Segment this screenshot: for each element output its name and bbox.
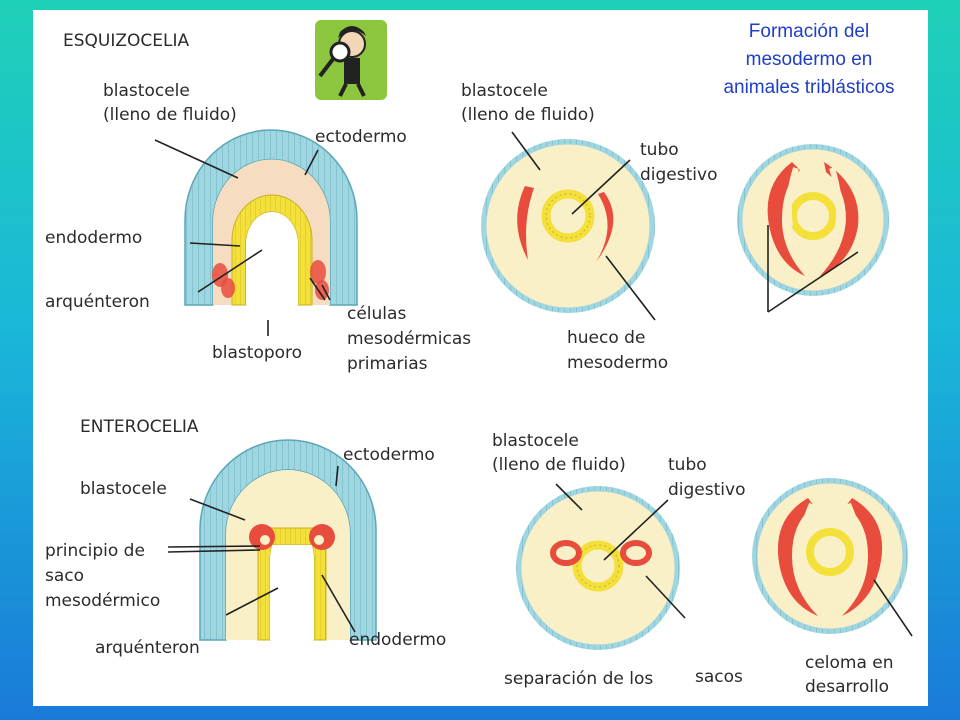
label-endodermo-2: endodermo [349, 630, 446, 650]
label-principio-de: principio de [45, 541, 145, 561]
label-sacos: sacos [695, 667, 743, 687]
label-mesodermico: mesodérmico [45, 591, 160, 611]
label-blastocele-2: blastocele [461, 81, 548, 101]
label-tubo-2: tubo [668, 455, 707, 475]
label-blastocele-3: blastocele [80, 479, 167, 499]
label-primarias: primarias [347, 354, 428, 374]
label-arquenteron-2: arquénteron [95, 638, 200, 658]
label-desarrollo: desarrollo [805, 677, 889, 697]
label-digestivo: digestivo [640, 165, 717, 185]
label-hueco-de: hueco de [567, 328, 645, 348]
esquizocelia-cross-section-1 [481, 139, 655, 313]
title-line-2: mesodermo en [745, 49, 873, 70]
enterocelia-cross-section-1 [516, 486, 680, 650]
label-ectodermo-2: ectodermo [343, 445, 435, 465]
label-saco: saco [45, 566, 84, 586]
title-line-1: Formación del [748, 21, 870, 42]
label-arquenteron: arquénteron [45, 292, 150, 312]
ent2-leader-lines [555, 483, 686, 619]
title-line-3: animales triblásticos [723, 77, 895, 98]
detective-magnifier-icon [315, 20, 387, 100]
label-mesodermicas: mesodérmicas [347, 329, 471, 349]
label-lleno-de-fluido: (lleno de fluido) [103, 105, 237, 125]
esquizocelia-gastrula [184, 129, 358, 306]
slide-title: Formación del mesodermo en animales trib… [700, 18, 918, 102]
label-mesodermo: mesodermo [567, 353, 668, 373]
label-celulas: células [347, 304, 406, 324]
label-separacion: separación de los [504, 669, 653, 689]
label-celoma-en: celoma en [805, 653, 894, 673]
label-blastocele-4: blastocele [492, 431, 579, 451]
header-esquizocelia: ESQUIZOCELIA [63, 31, 189, 51]
label-ectodermo: ectodermo [315, 127, 407, 147]
esq3-leader-lines [767, 225, 859, 313]
header-enterocelia: ENTEROCELIA [80, 417, 199, 437]
label-blastocele: blastocele [103, 81, 190, 101]
enterocelia-cross-section-2 [752, 478, 908, 634]
label-lleno-de-fluido-3: (lleno de fluido) [492, 455, 626, 475]
label-digestivo-2: digestivo [668, 480, 745, 500]
label-endodermo: endodermo [45, 228, 142, 248]
label-lleno-de-fluido-2: (lleno de fluido) [461, 105, 595, 125]
enterocelia-gastrula [199, 439, 377, 641]
esquizocelia-cross-section-2 [737, 144, 889, 296]
label-tubo: tubo [640, 140, 679, 160]
label-blastoporo: blastoporo [212, 343, 302, 363]
esq2-leader-lines [511, 131, 656, 321]
enterocelia-leader-lines [167, 465, 356, 633]
esquizocelia-leader-lines [154, 139, 331, 336]
ent3-leader-lines [873, 579, 913, 637]
